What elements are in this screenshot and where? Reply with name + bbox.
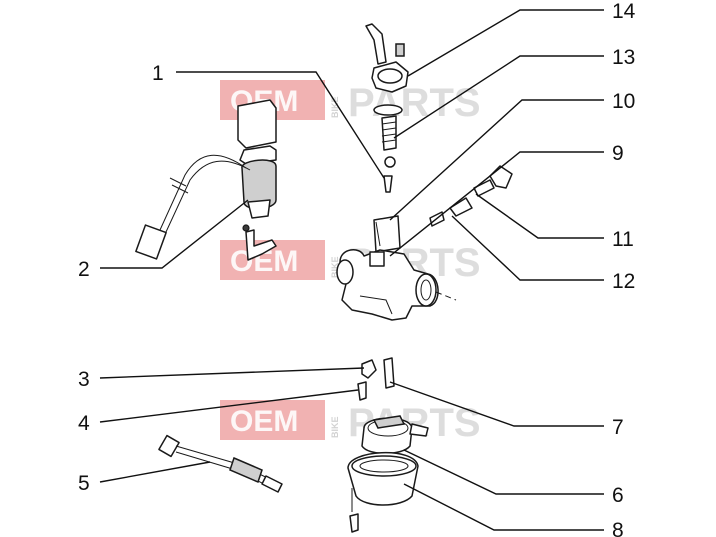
watermark-parts-text: PARTS <box>348 81 481 125</box>
cable-tip <box>261 475 283 493</box>
callout-11: 11 <box>612 228 634 251</box>
carb-outlet <box>415 273 437 307</box>
choke-collar <box>239 145 277 165</box>
idle-screw-head <box>449 197 473 217</box>
idle-jet <box>383 357 395 389</box>
bowl-rim <box>351 455 417 477</box>
watermark-bottom: OEM BIKE PARTS <box>220 400 481 445</box>
cover-screw <box>395 43 405 57</box>
callout-8: 8 <box>612 519 624 537</box>
cover-boss <box>377 68 403 84</box>
leader-lines <box>99 9 604 531</box>
main-jet <box>361 359 377 379</box>
cable-end <box>158 434 180 458</box>
callout-labels: 1 2 3 4 5 6 7 8 9 10 11 12 13 14 <box>78 0 636 537</box>
choke-wire-b <box>165 160 251 233</box>
needle-clip <box>384 156 396 168</box>
callout-5: 5 <box>78 472 90 495</box>
vent-tube <box>365 23 387 65</box>
part-8-float-bowl[interactable] <box>347 451 419 533</box>
part-3-main-jet[interactable] <box>361 359 377 379</box>
spring <box>381 115 397 151</box>
part-10-throttle-valve[interactable] <box>373 215 401 253</box>
part-12-idle-screw[interactable] <box>429 197 473 227</box>
callout-10: 10 <box>612 90 635 113</box>
callout-7: 7 <box>612 416 624 439</box>
part-6-float[interactable] <box>361 415 429 455</box>
carburettor-body[interactable] <box>336 249 457 321</box>
callout-12: 12 <box>612 270 635 293</box>
part-13-throttle-spring[interactable] <box>373 104 403 168</box>
callout-2: 2 <box>78 258 90 281</box>
watermark-bike-text: BIKE <box>330 96 340 118</box>
part-2-automatic-choke[interactable] <box>135 99 277 261</box>
part-4-jet-holder[interactable] <box>357 381 367 401</box>
carb-inlet <box>336 259 354 285</box>
choke-plunger <box>247 199 271 219</box>
callout-4: 4 <box>78 412 90 435</box>
choke-connector <box>135 224 167 260</box>
bowl-drain-screw <box>349 513 359 533</box>
choke-body <box>241 159 277 210</box>
cover-gasket <box>373 104 403 116</box>
choke-cap <box>237 99 277 149</box>
watermark-bike-text: BIKE <box>330 256 340 278</box>
screw-knob <box>489 165 513 189</box>
callout-13: 13 <box>612 46 635 69</box>
callout-3: 3 <box>78 368 90 391</box>
choke-bracket <box>245 229 277 261</box>
callout-9: 9 <box>612 142 624 165</box>
callout-6: 6 <box>612 484 624 507</box>
jet-holder <box>357 381 367 401</box>
cable-sleeve <box>229 456 263 484</box>
part-11-adjustment-screw[interactable] <box>473 165 513 197</box>
float-pin <box>409 423 429 437</box>
part-7-idle-jet[interactable] <box>383 357 395 389</box>
carb-chamber <box>369 251 385 267</box>
part-14-top-cover[interactable] <box>365 23 409 93</box>
callout-1: 1 <box>152 62 164 85</box>
watermark-bike-text: BIKE <box>330 416 340 438</box>
float-arm <box>372 415 406 429</box>
part-5-starter-cable[interactable] <box>158 434 283 493</box>
part-1-jet-needle[interactable] <box>383 175 393 193</box>
carb-housing <box>339 249 439 321</box>
choke-wire-a <box>159 154 247 231</box>
needle <box>383 175 393 193</box>
screw-shaft <box>473 179 495 197</box>
callout-14: 14 <box>612 0 636 23</box>
watermark-oem-text: OEM <box>230 405 298 438</box>
